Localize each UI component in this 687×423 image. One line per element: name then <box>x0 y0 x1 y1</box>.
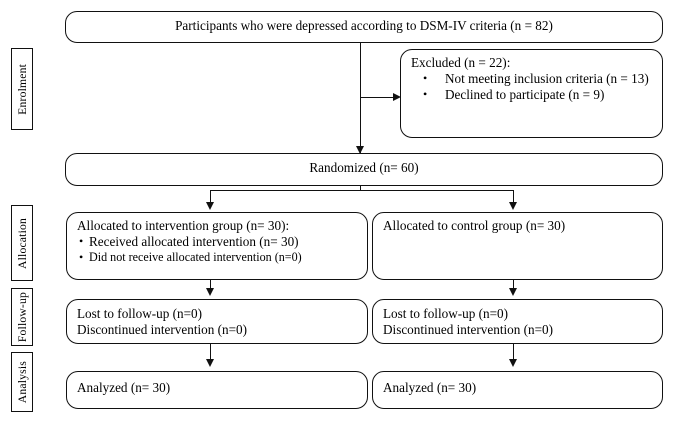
allocation-control-title: Allocated to control group (n= 30) <box>383 218 566 233</box>
phase-label-followup-text: Follow-up <box>15 291 29 343</box>
randomized-box: Randomized (n= 60) <box>65 153 663 186</box>
followup-intervention-line: Lost to follow-up (n=0) <box>77 306 203 321</box>
phase-label-enrolment: Enrolment <box>11 48 33 130</box>
connector-control-followup-to-analysis <box>513 344 514 364</box>
allocation-intervention-list: Received allocated intervention (n= 30) … <box>77 234 357 265</box>
connector-intervention-followup-to-analysis <box>210 344 211 364</box>
randomized-box-text: Randomized (n= 60) <box>309 160 419 175</box>
phase-label-allocation-text: Allocation <box>15 217 29 269</box>
arrowhead-to-control-allocation <box>509 202 517 210</box>
followup-control-line: Discontinued intervention (n=0) <box>383 322 554 338</box>
connector-randomized-left-drop <box>210 190 211 206</box>
phase-label-analysis-text: Analysis <box>15 360 29 404</box>
phase-label-followup: Follow-up <box>11 288 33 346</box>
connector-control-alloc-to-followup <box>513 280 514 291</box>
analysis-intervention-text: Analyzed (n= 30) <box>77 380 171 395</box>
analysis-control-text: Analyzed (n= 30) <box>383 380 477 395</box>
excluded-reason-list: Not meeting inclusion criteria (n = 13) … <box>411 71 652 103</box>
followup-intervention-line: Discontinued intervention (n=0) <box>77 322 248 338</box>
excluded-reason-item: Declined to participate (n = 9) <box>411 87 652 103</box>
arrowhead-to-excluded <box>393 93 401 101</box>
allocation-intervention-box: Allocated to intervention group (n= 30):… <box>66 212 368 280</box>
connector-participants-to-randomized <box>360 43 361 153</box>
phase-label-allocation: Allocation <box>11 205 33 281</box>
excluded-box: Excluded (n = 22): Not meeting inclusion… <box>400 49 663 138</box>
arrowhead-to-randomized <box>356 146 364 154</box>
connector-randomized-stem <box>360 186 361 191</box>
excluded-reason-item: Not meeting inclusion criteria (n = 13) <box>411 71 652 87</box>
participants-box: Participants who were depressed accordin… <box>65 11 663 43</box>
arrowhead-to-intervention-analysis <box>206 359 214 367</box>
connector-intervention-alloc-to-followup <box>210 280 211 291</box>
excluded-box-title: Excluded (n = 22): <box>411 55 511 70</box>
allocation-intervention-title: Allocated to intervention group (n= 30): <box>77 218 290 233</box>
phase-label-enrolment-text: Enrolment <box>15 63 29 115</box>
arrowhead-to-control-followup <box>509 288 517 296</box>
analysis-control-box: Analyzed (n= 30) <box>372 371 663 409</box>
followup-control-box: Lost to follow-up (n=0) Discontinued int… <box>372 299 663 344</box>
analysis-intervention-box: Analyzed (n= 30) <box>66 371 368 409</box>
allocation-intervention-item: Did not receive allocated intervention (… <box>77 250 357 265</box>
participants-box-text: Participants who were depressed accordin… <box>175 18 553 33</box>
arrowhead-to-intervention-followup <box>206 288 214 296</box>
connector-randomized-split <box>210 190 514 191</box>
allocation-intervention-item: Received allocated intervention (n= 30) <box>77 234 357 250</box>
connector-to-excluded <box>360 97 395 98</box>
arrowhead-to-control-analysis <box>509 359 517 367</box>
followup-control-line: Lost to follow-up (n=0) <box>383 306 509 321</box>
connector-randomized-right-drop <box>513 190 514 206</box>
allocation-control-box: Allocated to control group (n= 30) <box>372 212 663 280</box>
arrowhead-to-intervention-allocation <box>206 202 214 210</box>
phase-label-analysis: Analysis <box>11 352 33 412</box>
followup-intervention-box: Lost to follow-up (n=0) Discontinued int… <box>66 299 368 344</box>
